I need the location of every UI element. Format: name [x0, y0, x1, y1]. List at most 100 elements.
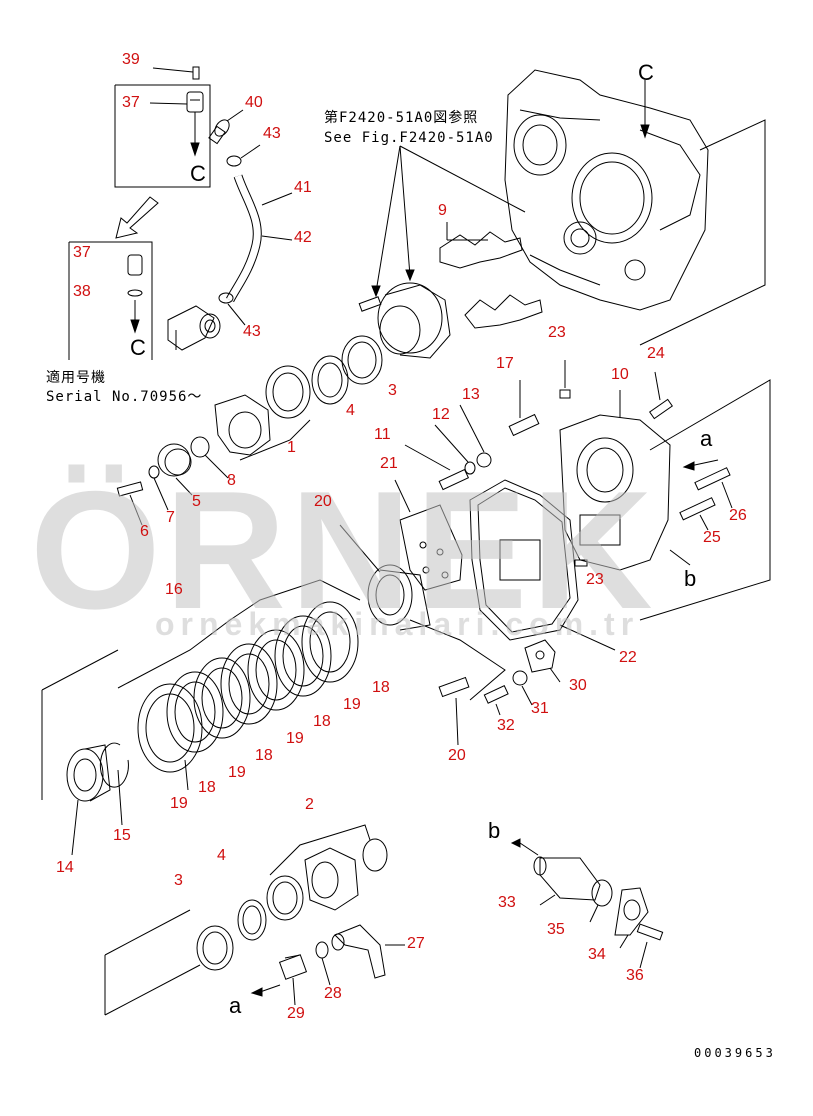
part-label: 31 [531, 700, 549, 717]
part-label: 36 [626, 967, 644, 984]
arrow-b-right [669, 549, 691, 566]
arrow-box-to-box [115, 196, 159, 239]
part-label: 12 [432, 406, 450, 423]
detail-box-upper [114, 84, 211, 188]
part-label: 18 [372, 679, 390, 696]
gasket-22 [469, 479, 616, 651]
bolt-25 [679, 497, 716, 531]
view-marker-a-lower: a [229, 993, 242, 1018]
hub-2 [269, 824, 388, 911]
part-label: 19 [228, 764, 246, 781]
part-label: 20 [314, 493, 332, 510]
snap-ring-15 [99, 742, 129, 826]
part-label: 41 [294, 179, 312, 196]
block-30 [524, 639, 561, 683]
ring-3-lower [104, 909, 234, 1016]
plate-21 [394, 479, 463, 591]
ring-4-upper [311, 355, 349, 405]
fitting-40 [208, 109, 244, 145]
part-label: 6 [140, 523, 149, 540]
part-label: 7 [166, 509, 175, 526]
part-label: 26 [729, 507, 747, 524]
bearing-14 [66, 744, 111, 856]
pin-20-lower [438, 676, 470, 746]
part-label: 18 [313, 713, 331, 730]
watermark-main: ÖRNEK [30, 456, 657, 644]
part-label: 10 [611, 366, 629, 383]
serial-note-en: Serial No.70956～ [46, 389, 203, 405]
part-label: 16 [165, 581, 183, 598]
part-label: 32 [497, 717, 515, 734]
bracket-9 [439, 222, 543, 329]
sleeve-33 [510, 838, 601, 906]
transmission-housing [504, 69, 766, 346]
part-label: 23 [586, 571, 604, 588]
part-label: 37 [122, 94, 140, 111]
part-label: 37 [73, 244, 91, 261]
pin-23-lower [574, 559, 588, 567]
part-label: 3 [388, 382, 397, 399]
part-label: 33 [498, 894, 516, 911]
reference-note-en: See Fig.F2420-51A0 [324, 130, 494, 146]
clamp-43-bottom [218, 292, 246, 326]
arrow-a-right [682, 459, 719, 471]
part-label: 25 [703, 529, 721, 546]
serial-note-jp: 適用号機 [46, 370, 106, 386]
reference-leaders [371, 145, 526, 298]
clamp-43-top [226, 144, 261, 167]
washer-28 [315, 941, 331, 986]
ring-1-large [265, 365, 311, 419]
bearing-29 [250, 954, 308, 1006]
yoke-1 [214, 394, 311, 461]
part-label: 2 [305, 796, 314, 813]
part-label: 21 [380, 455, 398, 472]
part-label: 19 [170, 795, 188, 812]
part-label: 28 [324, 985, 342, 1002]
bolt-24 [648, 371, 674, 420]
flange-34 [614, 887, 649, 949]
bolt-32 [483, 685, 509, 716]
part-label: 18 [198, 779, 216, 796]
valve-37 [149, 91, 204, 157]
seal-carrier-20 [339, 524, 506, 701]
detail-box-lower [68, 241, 153, 360]
part-label: 3 [174, 872, 183, 889]
bolt-6 [116, 481, 144, 526]
part-label: 38 [73, 283, 91, 300]
part-label: 14 [56, 859, 74, 876]
plate-5 [157, 443, 193, 496]
ring-3-upper [341, 335, 383, 385]
elbow-fitting [167, 305, 221, 351]
part-label: 24 [647, 345, 665, 362]
part-label: 5 [192, 493, 201, 510]
part-label: 1 [287, 439, 296, 456]
part-label: 42 [294, 229, 312, 246]
part-label: 18 [255, 747, 273, 764]
pin-23-top [559, 360, 571, 399]
washer-31 [512, 670, 533, 706]
washer-8 [190, 436, 229, 479]
part-label: 19 [286, 730, 304, 747]
part-label: 43 [243, 323, 261, 340]
part-label: 27 [407, 935, 425, 952]
dowel-17 [508, 380, 540, 437]
view-marker-c-top: C [638, 60, 654, 85]
part-label: 8 [227, 472, 236, 489]
view-marker-b-right: b [684, 566, 697, 591]
part-label: 34 [588, 946, 606, 963]
part-label: 4 [346, 402, 355, 419]
part-label: 19 [343, 696, 361, 713]
part-label: 40 [245, 94, 263, 111]
ring-4-lower [237, 899, 267, 941]
washer-7 [148, 465, 169, 511]
hose-41 [226, 174, 293, 303]
drawing-number: 00039653 [694, 1046, 776, 1060]
part-label: 39 [122, 51, 140, 68]
part-label: 9 [438, 202, 447, 219]
part-label: 30 [569, 677, 587, 694]
flange-upper [358, 282, 451, 359]
part-label: 35 [547, 921, 565, 938]
part-label: 23 [548, 324, 566, 341]
